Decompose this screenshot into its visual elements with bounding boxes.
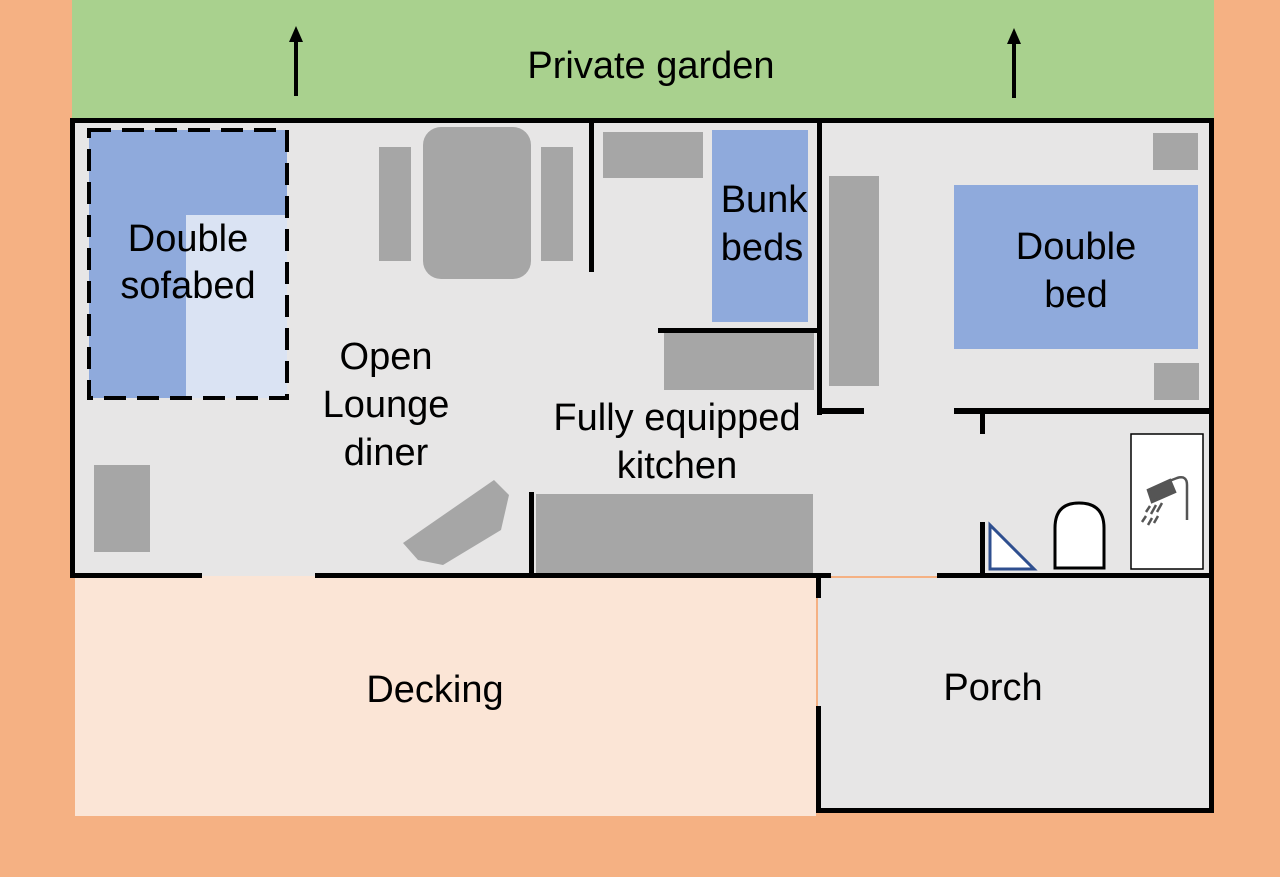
lounge-label-line1: Open [340,336,433,378]
bunk-label-line2: beds [721,227,803,269]
porch-label: Porch [943,667,1042,709]
double-sofabed [87,128,289,400]
wardrobe [829,176,879,386]
basin-icon [988,521,1038,571]
double-bed-label-line2: bed [1044,274,1107,316]
garden-label: Private garden [527,45,774,87]
double-bed-label-line1: Double [1016,226,1136,268]
bunk-beds [712,130,808,322]
walls [70,118,1214,813]
bunk-room-shelf [603,132,703,178]
kitchen-counter-upper [664,333,814,390]
decking-area [75,576,816,816]
kitchen-label-line1: Fully equipped [553,397,800,439]
side-cabinet [94,465,150,552]
double-bed [954,185,1198,349]
shower-icon [1140,476,1189,526]
porch-area [818,578,1212,812]
dining-table [423,127,531,279]
lounge-label-line2: Lounge [323,384,450,426]
dining-bench-left [379,147,411,261]
shower-tray [1130,433,1204,570]
arrow-up-icon [289,26,303,96]
lounge-label-line3: diner [344,432,429,474]
arrow-up-icon [1007,28,1021,98]
decking-label: Decking [366,669,503,711]
sofabed-label-line2: sofabed [120,265,255,307]
private-garden-area [72,0,1214,120]
bunk-label-line1: Bunk [721,179,809,221]
armchair [403,480,509,565]
bedside-table-top [1153,133,1198,170]
kitchen-counter-lower [536,494,813,573]
sofabed-label-line1: Double [128,218,248,260]
toilet-icon [1053,501,1106,570]
kitchen-label-line2: kitchen [617,445,737,487]
dining-bench-right [541,147,573,261]
bedside-table-bottom [1154,363,1199,400]
